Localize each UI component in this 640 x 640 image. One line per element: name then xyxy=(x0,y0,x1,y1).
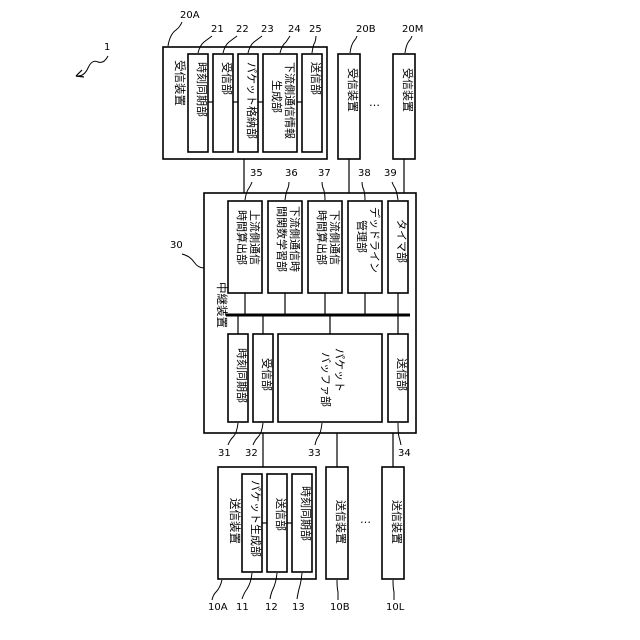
relay-part-32-label: 受信部 xyxy=(260,358,274,391)
ref-37: 37 xyxy=(318,168,331,179)
relay-part-38-label-2: 管理部 xyxy=(355,220,369,253)
relay-part-31-label: 時刻同期部 xyxy=(235,348,249,403)
ref-11: 11 xyxy=(236,602,249,613)
relay-part-33-label-2: バッファ部 xyxy=(319,352,333,407)
ref-10b: 10B xyxy=(330,602,350,613)
receiver-20a-part-24-label-2: 生成部 xyxy=(270,80,284,113)
ref-30-leader xyxy=(182,254,204,268)
relay-30: 中継装置 30 上流側通信 時間算出部 下流側通信時 間関数学習部 下流側通信 … xyxy=(170,193,416,433)
ref-21: 21 xyxy=(211,24,224,35)
ref-32: 32 xyxy=(245,448,258,459)
sender-10l: 送信装置 10L xyxy=(382,467,405,613)
relay-part-37-label-1: 下流側通信 xyxy=(328,210,342,265)
receiver-20a-part-25-label: 送信部 xyxy=(309,62,323,95)
ref-10b-leader xyxy=(337,580,338,600)
system-reference: 1 xyxy=(76,42,110,77)
ref-20m-leader xyxy=(405,36,412,53)
sender-10b-title: 送信装置 xyxy=(334,500,348,544)
relay-part-35-label-2: 時間算出部 xyxy=(235,210,249,265)
ref-20m: 20M xyxy=(402,24,423,35)
ref-13: 13 xyxy=(292,602,305,613)
ref-24: 24 xyxy=(288,24,301,35)
sender-ellipsis: … xyxy=(360,513,371,526)
ref-20b: 20B xyxy=(356,24,376,35)
ref-38: 38 xyxy=(358,168,371,179)
system-ref-leader xyxy=(76,56,108,76)
relay-part-37-label-2: 時間算出部 xyxy=(315,210,329,265)
relay-part-36-label-2: 間関数学習部 xyxy=(275,206,289,272)
ref-25: 25 xyxy=(309,24,322,35)
receiver-20b-title: 受信装置 xyxy=(346,68,359,112)
receiver-20a-part-24-label-1: 下流側通信情報 xyxy=(283,62,297,139)
ref-36: 36 xyxy=(285,168,298,179)
receiver-20a-title: 受信装置 xyxy=(173,60,187,106)
sender-10b: 送信装置 10B xyxy=(326,467,350,613)
ref-10a: 10A xyxy=(208,602,228,613)
system-ref-arrowhead xyxy=(76,70,84,77)
ref-12: 12 xyxy=(265,602,278,613)
receiver-20a-part-22-label: 受信部 xyxy=(220,62,234,95)
ref-10l-leader xyxy=(393,580,394,600)
ref-30: 30 xyxy=(170,240,183,251)
ref-10l: 10L xyxy=(386,602,405,613)
receiver-20m: 受信装置 20M xyxy=(393,24,423,159)
receiver-20b: 受信装置 20B xyxy=(338,24,376,159)
sender-10a-part-13-label: 時刻同期部 xyxy=(299,486,313,541)
ref-22: 22 xyxy=(236,24,249,35)
relay-part-36-label-1: 下流側通信時 xyxy=(288,206,302,272)
sender-10a-title: 送信装置 xyxy=(228,498,242,544)
receiver-20a-part-21-label: 時刻同期部 xyxy=(195,62,209,117)
sender-10a: 送信装置 パケット生成部 送信部 時刻同期部 xyxy=(218,467,316,579)
sender-10a-part-11-label: パケット生成部 xyxy=(249,480,263,557)
ref-34: 34 xyxy=(398,448,411,459)
system-ref-label: 1 xyxy=(104,42,110,53)
relay-part-38-label-1: デッドライン xyxy=(368,207,382,273)
receiver-20a-part-23-label: パケット格納部 xyxy=(245,62,259,139)
ref-33: 33 xyxy=(308,448,321,459)
ref-10a-leader xyxy=(212,580,222,600)
sender-10a-part-12-label: 送信部 xyxy=(274,498,288,531)
receiver-20a: 受信装置 時刻同期部 受信部 パケット格納部 下流側通信情報 生成部 送信部 xyxy=(163,47,327,159)
ref-31: 31 xyxy=(218,448,231,459)
receiver-20m-title: 受信装置 xyxy=(401,68,414,112)
ref-23: 23 xyxy=(261,24,274,35)
relay-part-35-label-1: 上流側通信 xyxy=(248,210,262,265)
relay-part-33-label-1: パケット xyxy=(333,348,346,392)
sender-10l-title: 送信装置 xyxy=(390,500,404,544)
relay-part-34-label: 送信部 xyxy=(395,358,409,391)
ref-39: 39 xyxy=(384,168,397,179)
receiver-ellipsis: … xyxy=(369,96,380,109)
ref-35: 35 xyxy=(250,168,263,179)
ref-20a: 20A xyxy=(180,10,200,21)
ref-20b-leader xyxy=(350,36,357,53)
ref-20a-leader xyxy=(168,22,182,46)
relay-part-39-label: タイマ部 xyxy=(395,219,409,263)
relay-30-title: 中継装置 xyxy=(215,282,229,328)
